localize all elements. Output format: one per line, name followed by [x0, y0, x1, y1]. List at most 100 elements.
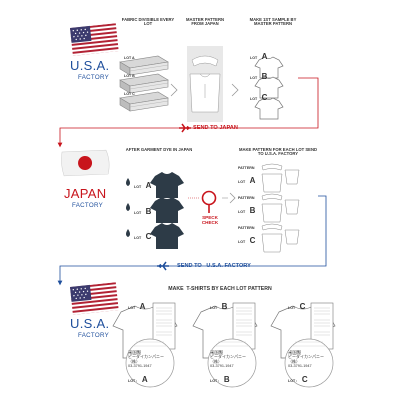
airplane-icon-blue	[157, 261, 169, 271]
dye-lot-a-prefix: LOT	[134, 185, 142, 189]
usa-flag-icon-1	[70, 23, 119, 56]
tag-company-b: ピーダイカンパニー（株）	[210, 354, 246, 364]
final-lot-c-letter: C	[299, 302, 306, 311]
tag-lot-b-letter: B	[223, 374, 230, 384]
usa-flag-icon-2	[70, 282, 119, 315]
fabric-lot-c-label: LOT C	[124, 92, 135, 96]
final-lot-c-prefix: LOT	[288, 306, 296, 310]
dye-lot-c-prefix: LOT	[134, 236, 142, 240]
usa-factory-subtitle-2: FACTORY	[78, 332, 110, 339]
usa-factory-title-1: U.S.A.	[70, 58, 110, 73]
send-to-japan-label: SEND TO JAPAN	[193, 125, 238, 131]
dye-lot-b-label: LOT B	[134, 201, 151, 219]
tag-country-a: 米国製	[128, 350, 142, 355]
magnifier-icon	[201, 190, 217, 213]
send-to-usa-label: SEND TO U.S.A. FACTORY	[177, 263, 251, 269]
pattern-lot-c-label: PATTERN LOT C	[238, 226, 256, 247]
care-tag-a	[152, 302, 176, 350]
tag-company-c: ピーダイカンパニー（株）	[288, 354, 324, 364]
tag-lot-b-prefix: LOT :	[210, 378, 220, 383]
master-pattern-title: MASTER PATTERN FROM JAPAN	[186, 17, 224, 27]
pattern-lot-c-letter: C	[249, 235, 256, 245]
dyed-shirt-c	[150, 223, 184, 249]
tag-country-c: 米国製	[288, 350, 302, 355]
fabric-stack-c	[119, 91, 169, 112]
sample-lot-a-letter: A	[261, 52, 268, 61]
dye-drop-icon-c	[126, 229, 130, 237]
dye-lot-b-letter: B	[145, 207, 152, 216]
sample-lot-b-letter: B	[261, 72, 268, 81]
magnify-circle-b	[207, 338, 257, 388]
care-tag-b	[232, 302, 256, 350]
pattern-lot-a-label: PATTERN LOT A	[238, 166, 256, 187]
sample-lot-b-prefix: LOT	[250, 76, 258, 80]
sample-shirt-c	[254, 97, 284, 120]
pattern-lot-b-letter: B	[249, 205, 256, 215]
japan-flag-icon	[61, 149, 110, 177]
japan-factory-subtitle: FACTORY	[72, 202, 104, 209]
flow-chevron-1	[170, 83, 178, 97]
send-to-usa-connector	[57, 195, 327, 286]
usa-factory-subtitle-1: FACTORY	[78, 74, 110, 81]
sample-lot-b-label: LOT B	[250, 66, 267, 84]
lot-pattern-c	[261, 223, 300, 253]
tag-phone-c: 03-3791-1947	[288, 364, 312, 369]
pattern-lot-c-prefix2: LOT	[238, 239, 246, 244]
make-pattern-title: MAKE PATTERN FOR EACH LOT SEND TO U.S.A.…	[238, 147, 317, 157]
dye-lot-b-prefix: LOT	[134, 211, 142, 215]
tag-lot-a-letter: A	[141, 374, 148, 384]
sample-shirt-b	[254, 76, 284, 99]
sample-lot-c-prefix: LOT	[250, 97, 258, 101]
tag-phone-a: 03-3791-1947	[128, 364, 152, 369]
final-lot-a-letter: A	[139, 302, 146, 311]
dye-lot-a-label: LOT A	[134, 175, 151, 193]
final-lot-b-letter: B	[221, 302, 228, 311]
tag-company-a: ピーダイカンパニー（株）	[128, 354, 164, 364]
final-lot-b-label: LOT B	[210, 296, 227, 314]
magnify-circle-a	[125, 338, 175, 388]
final-section-title: MAKE T-SHIRTS BY EACH LOT PATTERN	[168, 286, 272, 292]
lot-pattern-a	[261, 163, 300, 193]
dyed-shirt-a	[150, 172, 184, 198]
usa-factory-title-2: U.S.A.	[70, 316, 110, 331]
final-lot-a-label: LOT A	[128, 296, 145, 314]
master-pattern	[187, 46, 223, 122]
speck-check-label: SPECK CHECK	[196, 215, 224, 225]
flow-chevron-3	[229, 192, 236, 204]
final-lot-a-prefix: LOT	[128, 306, 136, 310]
first-sample-title: MAKE 1ST SAMPLE BY MASTER PATTERN	[249, 17, 297, 27]
fabric-divisible-title: FABRIC DIVISIBLE EVERY LOT	[121, 17, 175, 27]
sample-lot-a-prefix: LOT	[250, 56, 258, 60]
garment-dye-title: AFTER GARMENT DYE IN JAPAN	[125, 147, 193, 152]
care-tag-c	[310, 302, 334, 350]
fabric-stack-a	[119, 55, 169, 76]
final-lot-c-label: LOT C	[288, 296, 305, 314]
dye-lot-a-letter: A	[145, 181, 152, 190]
tag-country-b: 米国製	[210, 350, 224, 355]
speck-label-line1: SPECK	[202, 215, 218, 220]
pattern-lot-a-prefix: PATTERN	[238, 166, 255, 170]
airplane-icon-red	[179, 123, 191, 133]
tag-detail-a: 米国製 ピーダイカンパニー（株） 03-3791-1947 LOT : A	[128, 350, 172, 387]
speck-label-line2: CHECK	[201, 220, 219, 226]
sample-lot-c-label: LOT C	[250, 87, 267, 105]
send-to-japan-connector	[57, 77, 319, 148]
tag-detail-b: 米国製 ピーダイカンパニー（株） 03-3791-1947 LOT : B	[210, 350, 254, 387]
pattern-lot-c-prefix: PATTERN	[238, 226, 255, 230]
dye-lot-c-letter: C	[145, 232, 152, 241]
flow-chevron-2	[231, 83, 239, 97]
fabric-lot-b-label: LOT B	[124, 74, 135, 78]
final-lot-b-prefix: LOT	[210, 306, 218, 310]
pattern-lot-a-prefix2: LOT	[238, 179, 246, 184]
sample-lot-c-letter: C	[261, 93, 268, 102]
pattern-lot-a-letter: A	[249, 175, 256, 185]
tag-lot-c-prefix: LOT :	[288, 378, 298, 383]
dye-drop-icon-a	[126, 178, 130, 186]
tag-lot-a-prefix: LOT :	[128, 378, 138, 383]
pattern-lot-b-label: PATTERN LOT B	[238, 196, 256, 217]
lot-pattern-b	[261, 193, 300, 223]
dyed-shirt-b	[150, 197, 184, 223]
fabric-lot-a-label: LOT A	[124, 56, 135, 60]
